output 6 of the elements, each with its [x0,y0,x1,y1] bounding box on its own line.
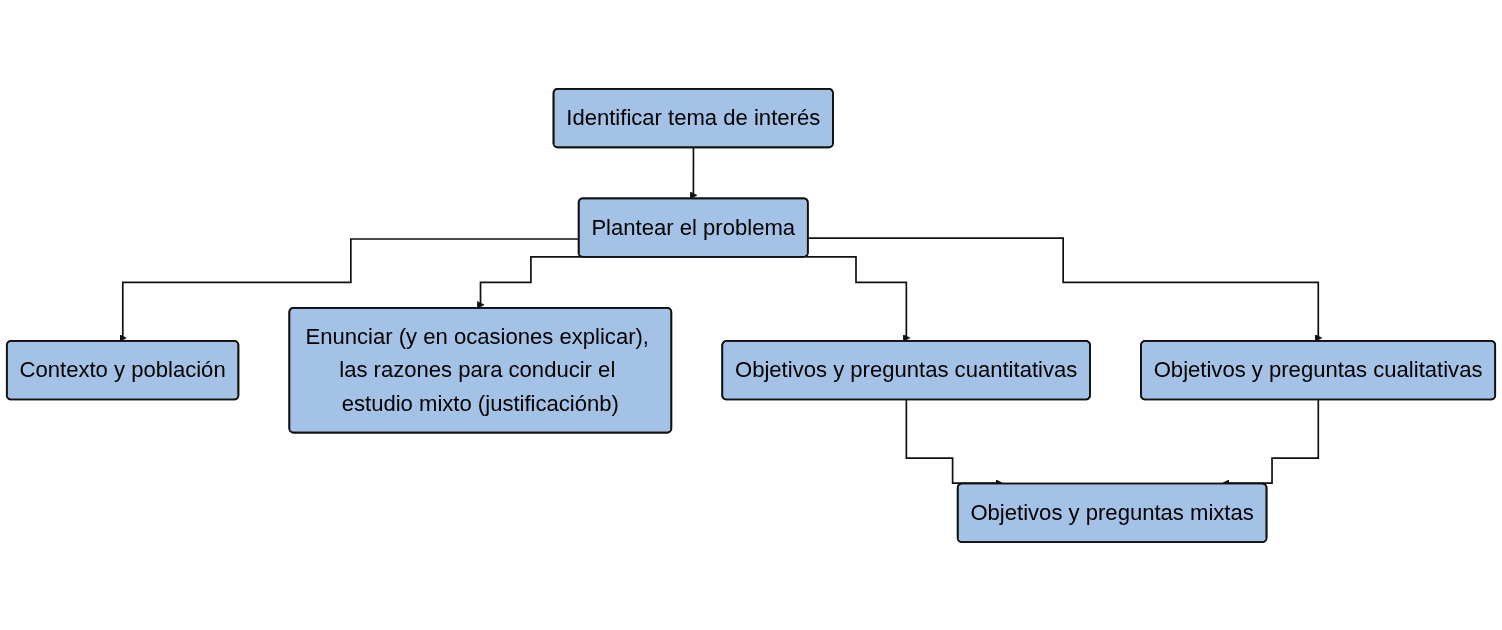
arrow [805,255,911,342]
arrow [476,255,583,309]
arrow [1222,398,1320,487]
arrow [689,146,698,199]
arrow [807,236,1323,342]
arrow [905,398,1003,487]
